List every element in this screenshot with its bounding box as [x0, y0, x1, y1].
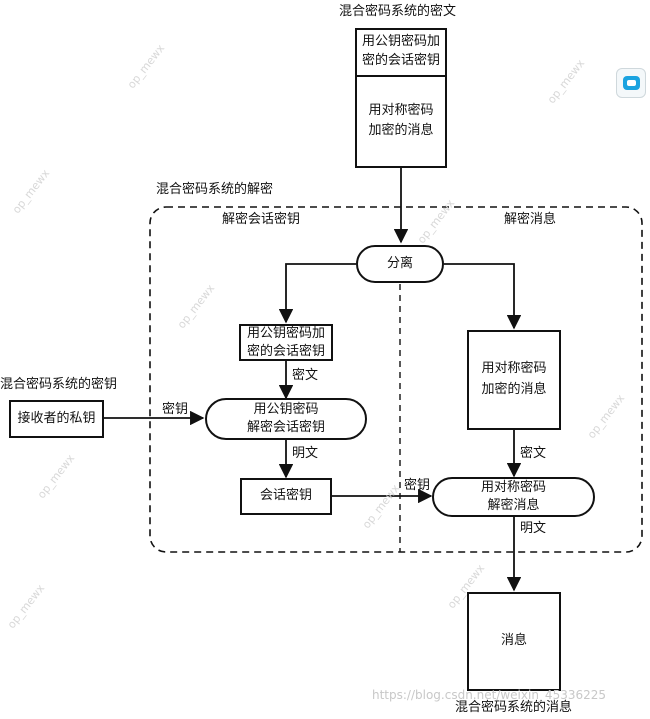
private-key-title: 混合密码系统的密钥 — [0, 377, 118, 392]
private-key-label: 接收者的私钥 — [17, 410, 96, 426]
message-title: 混合密码系统的消息 — [455, 700, 573, 715]
source-watermark: https://blog.csdn.net/weixin_45336225 — [372, 688, 607, 702]
arrow-split-to-left — [278, 263, 356, 324]
chat-bubble-icon — [622, 76, 640, 90]
split-label: 分离 — [386, 255, 413, 271]
encrypted-session-key-box: 用公钥密码加 密的会话密钥 — [239, 324, 333, 361]
pk-decrypt-line-1: 用公钥密码 — [253, 402, 319, 418]
side-app-icon[interactable] — [616, 68, 646, 98]
session-key-box: 会话密钥 — [240, 478, 332, 515]
message-label: 消息 — [500, 633, 527, 649]
split-node: 分离 — [356, 245, 444, 283]
right-box-line-2: 加密的消息 — [481, 382, 547, 397]
ciphertext-title: 混合密码系统的密文 — [339, 4, 457, 19]
plaintext-label-right: 明文 — [520, 521, 547, 536]
pk-decrypt-line-2: 解密会话密钥 — [246, 420, 325, 435]
sym-decrypt-line-1: 用对称密码 — [480, 480, 546, 496]
left-box-line-2: 密的会话密钥 — [246, 343, 325, 359]
section-label-left: 解密会话密钥 — [222, 212, 301, 227]
decrypt-region-border — [149, 206, 643, 553]
right-box-line-1: 用对称密码 — [481, 361, 547, 377]
arrow-split-to-right — [444, 263, 522, 330]
session-key-label: 会话密钥 — [259, 488, 312, 504]
ciphertext-label-left: 密文 — [292, 368, 319, 383]
message-document: 消息 — [467, 592, 561, 691]
ciphertext-label-right: 密文 — [520, 446, 547, 461]
encrypted-msg-line-2: 加密的消息 — [368, 123, 434, 139]
key-label-right: 密钥 — [404, 478, 431, 493]
encrypted-session-key-cell: 用公钥密码加 密的会话密钥 — [357, 30, 445, 77]
encrypted-key-line-1: 用公钥密码加 — [361, 34, 440, 49]
left-box-line-1: 用公钥密码加 — [246, 325, 325, 341]
section-label-right: 解密消息 — [504, 212, 557, 227]
symmetric-decrypt-node: 用对称密码 解密消息 — [432, 477, 595, 517]
decrypt-title: 混合密码系统的解密 — [156, 182, 274, 197]
ciphertext-document: 用公钥密码加 密的会话密钥 用对称密码 加密的消息 — [355, 28, 447, 168]
sym-decrypt-line-2: 解密消息 — [487, 498, 540, 513]
encrypted-message-cell: 用对称密码 加密的消息 — [368, 77, 433, 166]
encrypted-message-box: 用对称密码 加密的消息 — [467, 330, 561, 430]
key-label-left: 密钥 — [162, 402, 189, 417]
encrypted-msg-line-1: 用对称密码 — [368, 102, 434, 118]
encrypted-key-line-2: 密的会话密钥 — [361, 52, 440, 68]
private-key-box: 接收者的私钥 — [9, 400, 104, 438]
public-key-decrypt-node: 用公钥密码 解密会话密钥 — [205, 398, 367, 440]
plaintext-label-left: 明文 — [292, 446, 319, 461]
